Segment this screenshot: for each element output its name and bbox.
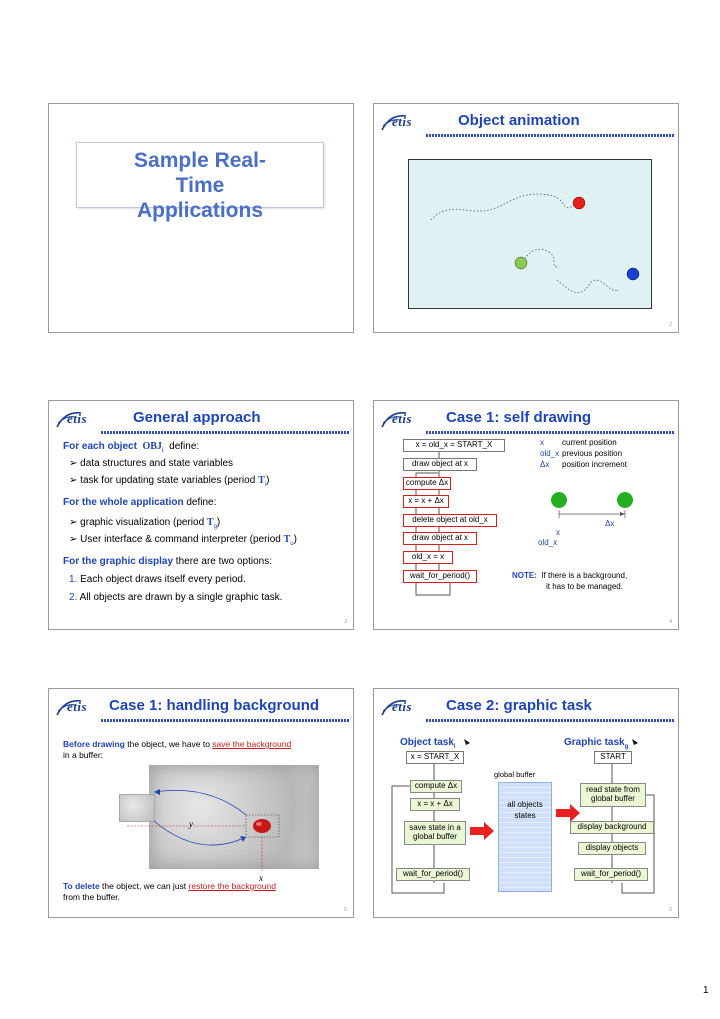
slide-5: etis Case 1: handling background Before … xyxy=(48,688,354,918)
green-ball xyxy=(514,256,528,270)
page-number: 6 xyxy=(669,907,672,913)
obj-flow-update: x = x + Δx xyxy=(410,798,460,811)
retis-logo: etis xyxy=(380,112,432,134)
gfx-flow-read: read state from global buffer xyxy=(580,783,646,807)
background-image xyxy=(149,765,319,869)
save-bg-line-1: Before drawing the object, we have to sa… xyxy=(63,739,292,749)
gfx-flow-display-objects: display objects xyxy=(578,842,646,855)
obj-flow-wait: wait_for_period() xyxy=(396,868,470,881)
red-ball xyxy=(572,196,586,210)
global-buffer-label: global buffer xyxy=(494,770,536,779)
slide-1-title: Sample Real-Time Applications xyxy=(134,149,266,222)
flow-update-x: x = x + Δx xyxy=(403,495,449,508)
retis-logo: etis xyxy=(55,409,107,431)
animation-canvas xyxy=(408,159,652,309)
obj-flow-init: x = START_X xyxy=(406,751,464,764)
buffer-image xyxy=(119,794,155,822)
bullet-2: ➢ task for updating state variables (per… xyxy=(69,475,270,488)
flow-wait: wait_for_period() xyxy=(403,570,477,583)
bullet-1: ➢ data structures and state variables xyxy=(69,458,234,469)
title-box: Sample Real-Time Applications xyxy=(76,142,324,222)
title-rule xyxy=(426,431,674,434)
global-buffer-text: all objects states xyxy=(507,800,543,820)
flow-save-old: old_x = x xyxy=(403,551,453,564)
title-rule xyxy=(426,719,674,722)
bullet-4: ➢ User interface & command interpreter (… xyxy=(69,534,297,547)
bullet-3: ➢ graphic visualization (period Tg) xyxy=(69,517,221,530)
retis-logo: etis xyxy=(55,697,107,719)
global-buffer: all objects states xyxy=(498,782,552,892)
slide-2: etis Object animation 2 xyxy=(373,103,679,333)
figure-old-x-label: old_x xyxy=(538,538,558,547)
slide-1: Sample Real-Time Applications xyxy=(48,103,354,333)
slide-5-title: Case 1: handling background xyxy=(109,697,320,714)
flow-init: x = old_x = START_X xyxy=(403,439,505,452)
trajectory-green xyxy=(522,248,560,268)
page-number: 4 xyxy=(669,619,672,625)
task-connectors xyxy=(391,739,655,894)
restore-bg-line-2: from the buffer. xyxy=(63,892,121,902)
x-label: x xyxy=(259,873,263,883)
slide-3: etis General approach For each object OB… xyxy=(48,400,354,630)
slide-6-title: Case 2: graphic task xyxy=(446,697,592,714)
background-diagram xyxy=(127,789,280,871)
obj-flow-compute: compute Δx xyxy=(410,780,462,793)
title-rule xyxy=(101,719,349,722)
retis-logo: etis xyxy=(380,409,432,431)
flow-draw-new: draw object at x xyxy=(403,532,477,545)
gfx-flow-wait: wait_for_period() xyxy=(574,868,648,881)
for-each-line: For each object OBJi define: xyxy=(63,441,200,454)
trajectory-red xyxy=(430,193,578,221)
blue-ball xyxy=(626,267,640,281)
gfx-flow-start: START xyxy=(594,751,632,764)
slide-2-title: Object animation xyxy=(458,112,580,129)
trajectory-blue xyxy=(556,279,620,294)
page-number: 3 xyxy=(344,619,347,625)
save-bg-line-2: in a buffer: xyxy=(63,750,104,760)
retis-logo: etis xyxy=(380,697,432,719)
note-line-2: it has to be managed. xyxy=(546,582,623,591)
note-line-1: NOTE: If there is a background, xyxy=(512,571,628,580)
display-line: For the graphic display there are two op… xyxy=(63,556,272,567)
title-rule xyxy=(426,134,674,137)
figure-x-label: x xyxy=(556,528,560,537)
title-rule xyxy=(101,431,349,434)
whole-app-line: For the whole application define: xyxy=(63,497,217,508)
slide-6: etis Case 2: graphic task Object taski G… xyxy=(373,688,679,918)
option-1: 1. Each object draws itself every period… xyxy=(69,574,246,585)
object-task-header: Object taski xyxy=(400,737,456,750)
document-page-number: 1 xyxy=(703,985,709,996)
option-2: 2. All objects are drawn by a single gra… xyxy=(69,592,283,603)
flow-draw-initial: draw object at x xyxy=(403,458,477,471)
gfx-flow-display-bg: display background xyxy=(570,821,654,834)
flow-delete-old: delete object at old_x xyxy=(403,514,497,527)
graphic-task-header: Graphic taskg xyxy=(564,737,629,750)
displacement-figure xyxy=(551,492,633,518)
slide-3-title: General approach xyxy=(133,409,261,426)
slide-4-title: Case 1: self drawing xyxy=(446,409,592,426)
obj-flow-save: save state in a global buffer xyxy=(404,821,466,845)
page-number: 5 xyxy=(344,907,347,913)
restore-bg-line-1: To delete the object, we can just restor… xyxy=(63,881,276,891)
page-number: 2 xyxy=(669,322,672,328)
y-label: y xyxy=(189,819,193,829)
figure-dx-label: Δx xyxy=(605,519,615,528)
slide-4: etis Case 1: self drawing x = old_x = ST… xyxy=(373,400,679,630)
flow-compute-dx: compute Δx xyxy=(403,477,451,490)
